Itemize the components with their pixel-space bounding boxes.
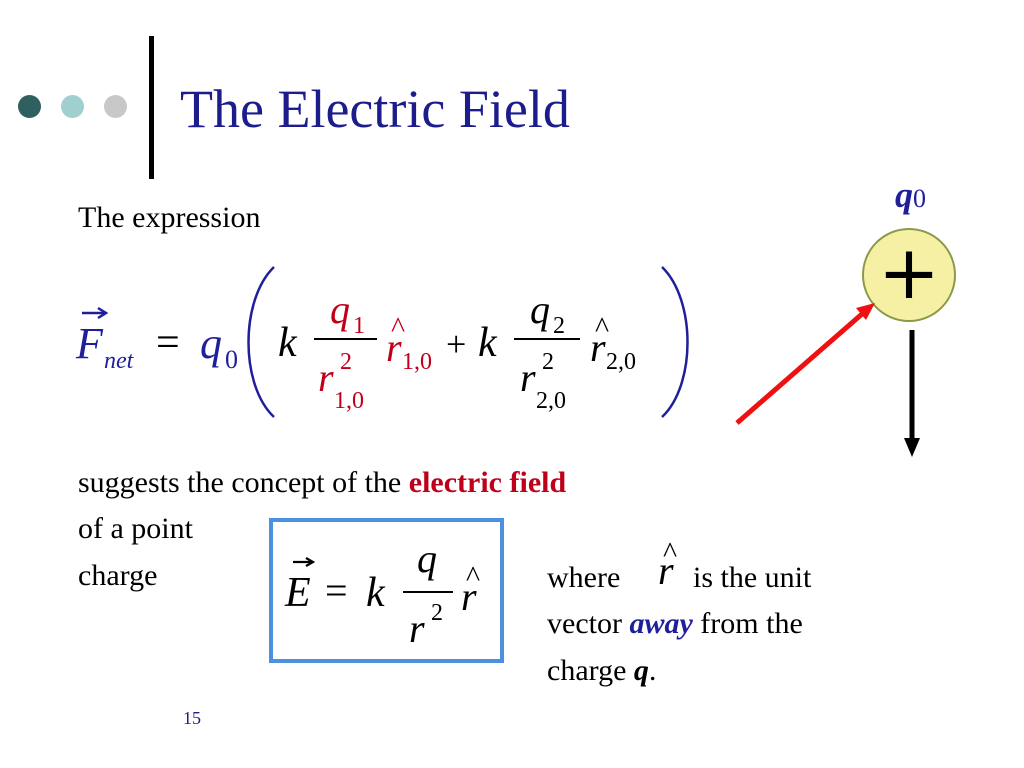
eq-k1: k [278, 320, 298, 366]
eq-r2: r [520, 355, 536, 400]
away-term: away [629, 607, 693, 640]
from-the-word: from the [700, 607, 803, 640]
rhat-inline-r: r [658, 548, 674, 593]
eq-right-paren [661, 266, 689, 418]
vector-word: vector [547, 607, 622, 640]
decor-dot-dark [18, 95, 41, 118]
test-charge-q: q [895, 175, 913, 215]
test-charge-sub: 0 [913, 184, 926, 213]
where-word: where [547, 561, 621, 594]
eq-q2-subscript: 2 [553, 313, 565, 339]
eq-r2-subscript: 2,0 [536, 388, 566, 414]
rhat-inline-hat: ^ [663, 540, 677, 569]
eqE-r-sup: 2 [431, 600, 443, 626]
eqE-k: k [366, 570, 386, 616]
eqE-q: q [417, 536, 437, 581]
force-arrows [735, 303, 920, 457]
charge-q-symbol: q [633, 654, 649, 687]
suggests-text: suggests the concept of the electric fie… [78, 465, 566, 501]
eq-q0-subscript: 0 [225, 345, 238, 374]
black-force-arrowhead [904, 438, 920, 457]
where-line3: charge q. [547, 653, 656, 689]
page-number: 15 [183, 708, 201, 728]
period: . [648, 654, 657, 687]
eq-F-arrowhead [97, 306, 109, 320]
eq-r1-sup: 2 [340, 349, 352, 375]
eq-r2-sup: 2 [542, 349, 554, 375]
eq-q1-subscript: 1 [353, 313, 365, 339]
eqE-rhat-hat: ^ [466, 560, 480, 593]
charge-word: charge [547, 654, 627, 687]
eqE-r: r [409, 606, 425, 651]
electric-field-equation: E = k q r 2 r ^ [284, 536, 480, 651]
eq-q1: q [330, 287, 350, 332]
eq-equals: = [156, 320, 180, 366]
point-charge-line1: of a point [78, 512, 193, 545]
eqE-rhat: r [461, 574, 477, 619]
rhat-inline-symbol: r ^ [658, 540, 677, 593]
eq-k2: k [478, 320, 498, 366]
test-charge-circle [862, 228, 956, 322]
eq-q0: q [200, 319, 222, 368]
eq-F-subscript: net [104, 348, 135, 374]
eqE-equals: = [325, 568, 348, 613]
suggests-prefix: suggests the concept of the [78, 466, 409, 499]
eq-rhat1-hat: ^ [391, 311, 405, 344]
eqE-E: E [284, 570, 311, 616]
eq-r1: r [318, 355, 334, 400]
point-charge-line2: charge [78, 559, 158, 592]
plus-sign-icon: + [877, 230, 940, 316]
red-force-arrow-line [735, 312, 864, 425]
electric-field-term: electric field [408, 466, 567, 499]
red-force-arrowhead [856, 303, 875, 320]
where-line1: where [547, 560, 620, 596]
electric-field-equation-box: E = k q r 2 r ^ [269, 518, 504, 663]
where-line2: vector away from the [547, 606, 803, 642]
eq-plus: + [446, 324, 466, 364]
eq-rhat2-hat: ^ [595, 311, 609, 344]
slide-title: The Electric Field [180, 79, 570, 139]
net-force-equation: F net = q 0 k q 1 r 2 1,0 r ^ 1,0 + k q … [75, 266, 689, 418]
eq-rhat1-subscript: 1,0 [402, 349, 432, 375]
eq-rhat1: r [386, 325, 402, 370]
eq-F: F [75, 319, 104, 368]
eq-q2: q [530, 287, 550, 332]
title-divider [149, 36, 154, 179]
eq-r1-subscript: 1,0 [334, 388, 364, 414]
eq-left-paren [247, 266, 275, 418]
eq-rhat2-subscript: 2,0 [606, 349, 636, 375]
eqE-arrowhead [305, 557, 316, 567]
test-charge-label: q0 [895, 174, 926, 216]
unit-text: is the unit [693, 561, 812, 594]
decor-dot-teal [61, 95, 84, 118]
intro-text: The expression [78, 201, 261, 234]
eq-rhat2: r [590, 325, 606, 370]
decor-dot-gray [104, 95, 127, 118]
